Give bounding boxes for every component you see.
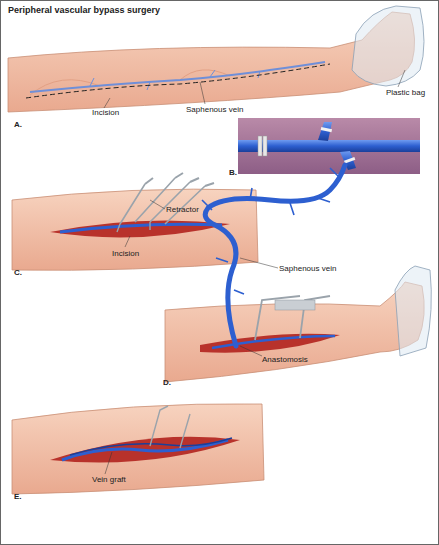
part-label: Saphenous vein: [186, 105, 243, 114]
panel-letter: D.: [163, 378, 171, 387]
figure-title: Peripheral vascular bypass surgery: [8, 5, 160, 15]
panel-b-vein-closeup: [238, 118, 420, 174]
panel-letter: B.: [229, 168, 237, 177]
part-label: Retractor: [166, 205, 199, 214]
panel-c-leg: [12, 173, 258, 270]
panel-letter: E.: [14, 492, 22, 501]
panel-letter: C.: [14, 268, 22, 277]
part-label: Vein graft: [92, 475, 126, 484]
panel-a-leg: [8, 6, 424, 112]
part-label: Plastic bag: [386, 88, 425, 97]
part-label: Incision: [92, 108, 119, 117]
panel-e-leg: [12, 404, 264, 494]
panel-d-leg: [165, 165, 431, 382]
panel-letter: A.: [14, 120, 22, 129]
part-label: Saphenous vein: [279, 264, 336, 273]
part-label: Incision: [112, 249, 139, 258]
part-label: Anastomosis: [262, 355, 308, 364]
